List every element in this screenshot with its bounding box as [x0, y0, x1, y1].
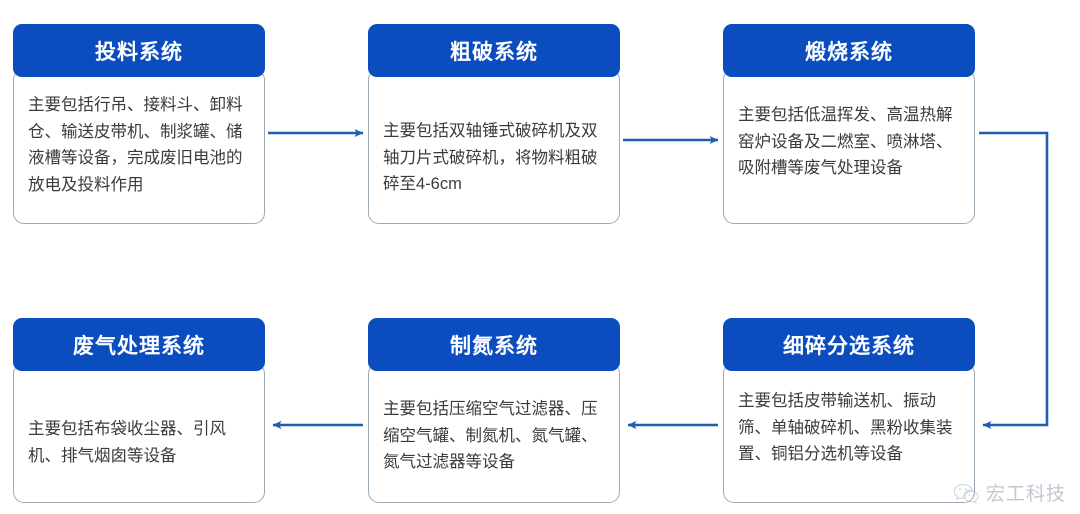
process-node-制氮系统[interactable]: 制氮系统 主要包括压缩空气过滤器、压缩空气罐、制氮机、氮气罐、氮气过滤器等设备	[368, 318, 620, 503]
node-body: 主要包括压缩空气过滤器、压缩空气罐、制氮机、氮气罐、氮气过滤器等设备	[368, 363, 620, 503]
watermark: 宏工科技	[953, 479, 1066, 506]
node-description: 主要包括双轴锤式破碎机及双轴刀片式破碎机，将物料粗破碎至4-6cm	[383, 122, 598, 194]
node-title: 投料系统	[95, 40, 183, 64]
node-title: 细碎分选系统	[783, 334, 915, 358]
node-header: 废气处理系统	[13, 318, 265, 371]
node-body: 主要包括双轴锤式破碎机及双轴刀片式破碎机，将物料粗破碎至4-6cm	[368, 69, 620, 224]
node-header: 粗破系统	[368, 24, 620, 77]
node-body: 主要包括低温挥发、高温热解窑炉设备及二燃室、喷淋塔、吸附槽等废气处理设备	[723, 69, 975, 224]
wechat-icon	[953, 482, 979, 504]
process-node-煅烧系统[interactable]: 煅烧系统 主要包括低温挥发、高温热解窑炉设备及二燃室、喷淋塔、吸附槽等废气处理设…	[723, 24, 975, 224]
node-header: 制氮系统	[368, 318, 620, 371]
node-title: 粗破系统	[450, 40, 538, 64]
node-description: 主要包括低温挥发、高温热解窑炉设备及二燃室、喷淋塔、吸附槽等废气处理设备	[738, 106, 953, 178]
process-node-细碎分选系统[interactable]: 细碎分选系统 主要包括皮带输送机、振动筛、单轴破碎机、黑粉收集装置、铜铝分选机等…	[723, 318, 975, 503]
node-description: 主要包括皮带输送机、振动筛、单轴破碎机、黑粉收集装置、铜铝分选机等设备	[738, 392, 953, 464]
process-node-粗破系统[interactable]: 粗破系统 主要包括双轴锤式破碎机及双轴刀片式破碎机，将物料粗破碎至4-6cm	[368, 24, 620, 224]
node-body: 主要包括布袋收尘器、引风机、排气烟囱等设备	[13, 363, 265, 503]
node-description: 主要包括行吊、接料斗、卸料仓、输送皮带机、制浆罐、储液槽等设备，完成废旧电池的放…	[28, 96, 243, 195]
watermark-text: 宏工科技	[985, 484, 1066, 505]
node-title: 煅烧系统	[805, 40, 893, 64]
node-title: 制氮系统	[450, 334, 538, 358]
connector-煅烧系统-细碎分选系统	[979, 131, 1049, 429]
process-node-投料系统[interactable]: 投料系统 主要包括行吊、接料斗、卸料仓、输送皮带机、制浆罐、储液槽等设备，完成废…	[13, 24, 265, 224]
node-body: 主要包括皮带输送机、振动筛、单轴破碎机、黑粉收集装置、铜铝分选机等设备	[723, 363, 975, 503]
node-header: 细碎分选系统	[723, 318, 975, 371]
node-header: 投料系统	[13, 24, 265, 77]
process-node-废气处理系统[interactable]: 废气处理系统 主要包括布袋收尘器、引风机、排气烟囱等设备	[13, 318, 265, 503]
node-description: 主要包括布袋收尘器、引风机、排气烟囱等设备	[28, 420, 226, 465]
node-header: 煅烧系统	[723, 24, 975, 77]
node-description: 主要包括压缩空气过滤器、压缩空气罐、制氮机、氮气罐、氮气过滤器等设备	[383, 400, 598, 472]
node-title: 废气处理系统	[73, 334, 205, 358]
node-body: 主要包括行吊、接料斗、卸料仓、输送皮带机、制浆罐、储液槽等设备，完成废旧电池的放…	[13, 69, 265, 224]
